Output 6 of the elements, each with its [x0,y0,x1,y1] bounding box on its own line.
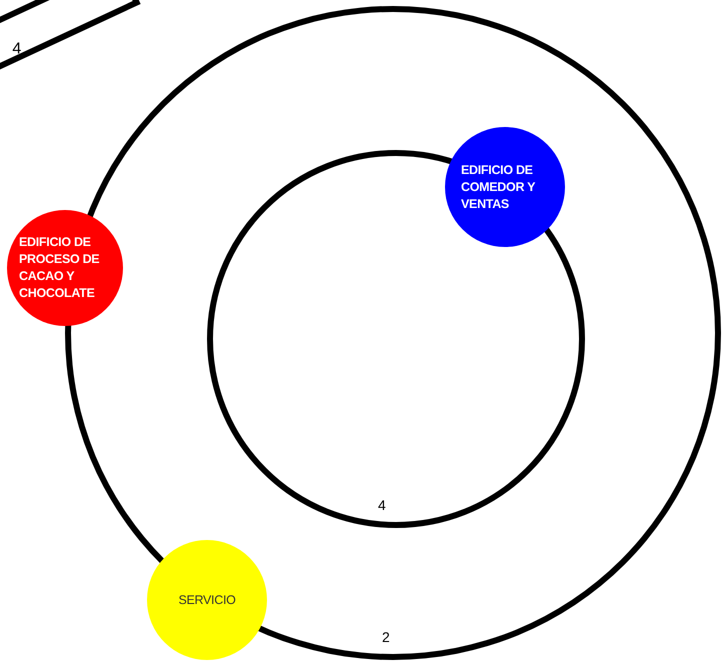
ring-number: 4 [378,497,386,513]
building-name: SERVICIO [178,592,236,608]
ring-number: 2 [382,629,390,645]
building-name: EDIFICIO DE COMEDOR Y VENTAS [461,162,536,212]
tag-number: 4 [12,42,22,58]
building-name: EDIFICIO DE PROCESO DE CACAO Y CHOCOLATE [19,234,100,302]
